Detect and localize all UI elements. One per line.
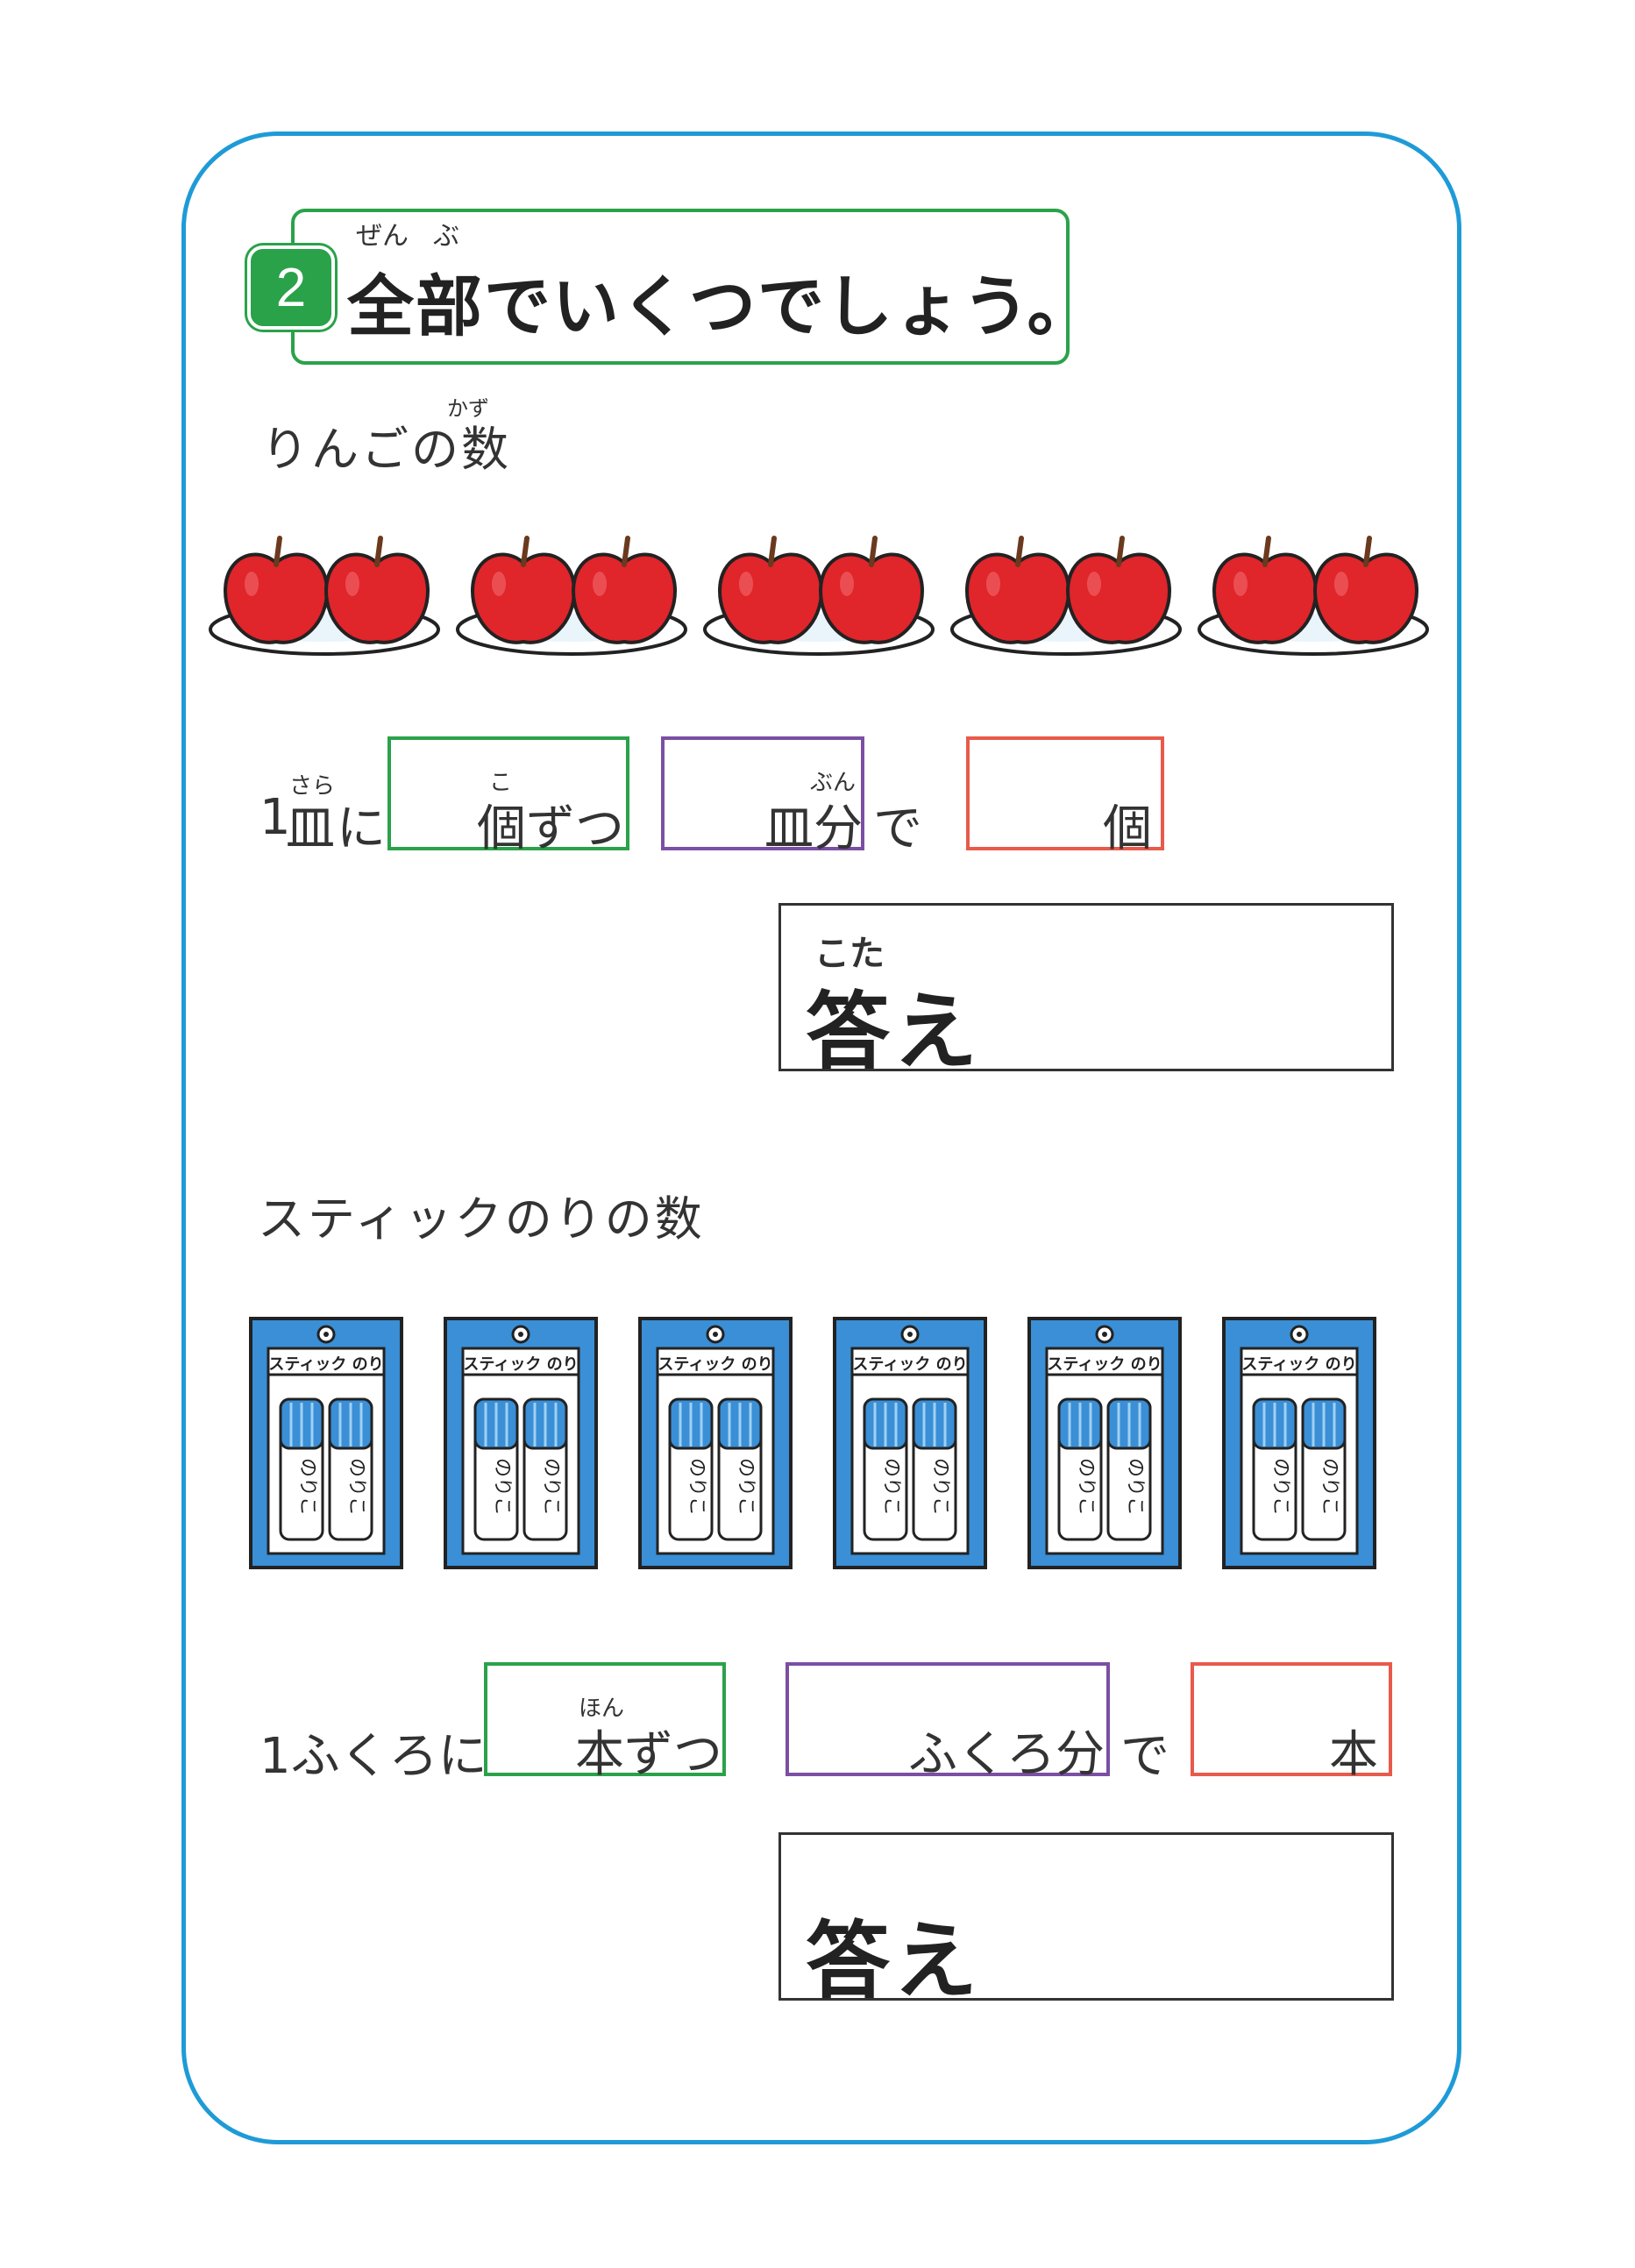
glue-package-1 [249, 1317, 403, 1569]
plate-3 [703, 538, 935, 656]
page-frame [181, 132, 1461, 2144]
glue-answer-label: 答え [806, 1912, 981, 2010]
glue-row-de: で [1120, 1728, 1169, 1785]
plate-5 [1198, 538, 1429, 656]
ruby-bun: ぶん [810, 770, 857, 796]
apples-per-plate-box[interactable]: こ 個ずつ [387, 736, 629, 857]
glue-package-5 [1027, 1317, 1182, 1569]
ruby-bu: ぶ [433, 221, 459, 252]
glue-package-3 [638, 1317, 793, 1569]
question-title: 全部でいくつでしょう。 [347, 267, 1096, 345]
glue-package-6 [1222, 1317, 1376, 1569]
glue-section-label: スティックのりの数 [258, 1191, 705, 1247]
ruby-hon: ほん [579, 1696, 625, 1722]
plate-1 [209, 538, 440, 656]
apple-total-box[interactable]: 個 [966, 736, 1164, 857]
apples-per-plate-unit: 個ずつ [477, 800, 624, 857]
apple-row-ni: に [337, 800, 386, 857]
ruby-zen: ぜん [356, 221, 409, 252]
apple-plates [209, 526, 1429, 656]
bag-count-unit: ふくろ分 [908, 1726, 1105, 1783]
sticks-per-bag-box[interactable]: ほん 本ずつ [484, 1662, 726, 1783]
ruby-kota: こた [814, 934, 885, 974]
apple-total-unit: 個 [1103, 800, 1152, 857]
apple-row-de: で [873, 800, 922, 857]
apple-row-sara: 皿 [286, 800, 335, 857]
plate-count-box[interactable]: ぶん 皿分 [661, 736, 864, 857]
plate-4 [950, 538, 1182, 656]
apple-answer-label: 答え [806, 983, 981, 1081]
bag-count-box[interactable]: ふくろ分 [786, 1662, 1110, 1783]
glue-package-2 [444, 1317, 598, 1569]
glue-row-prefix: 1ふくろに [259, 1728, 487, 1785]
glue-answer-box[interactable]: 答え [778, 1832, 1394, 2010]
plate-count-unit: 皿分 [764, 800, 863, 857]
glue-packages: スティック のり のりこ のりこ [249, 1317, 1376, 1569]
plate-2 [456, 538, 687, 656]
ruby-ko: こ [489, 770, 513, 796]
apple-answer-box[interactable]: こた 答え [778, 903, 1394, 1081]
apple-section-label: りんごの数 [261, 422, 511, 477]
question-number-badge: 2 [247, 245, 335, 330]
ruby-sara: さら [289, 773, 336, 800]
glue-total-box[interactable]: 本 [1191, 1662, 1392, 1783]
glue-total-unit: 本 [1329, 1726, 1378, 1783]
glue-package-4 [833, 1317, 987, 1569]
apple-row-num: 1 [259, 789, 291, 846]
sticks-per-bag-unit: 本ずつ [575, 1726, 722, 1783]
ruby-kazu: かず [447, 396, 489, 421]
